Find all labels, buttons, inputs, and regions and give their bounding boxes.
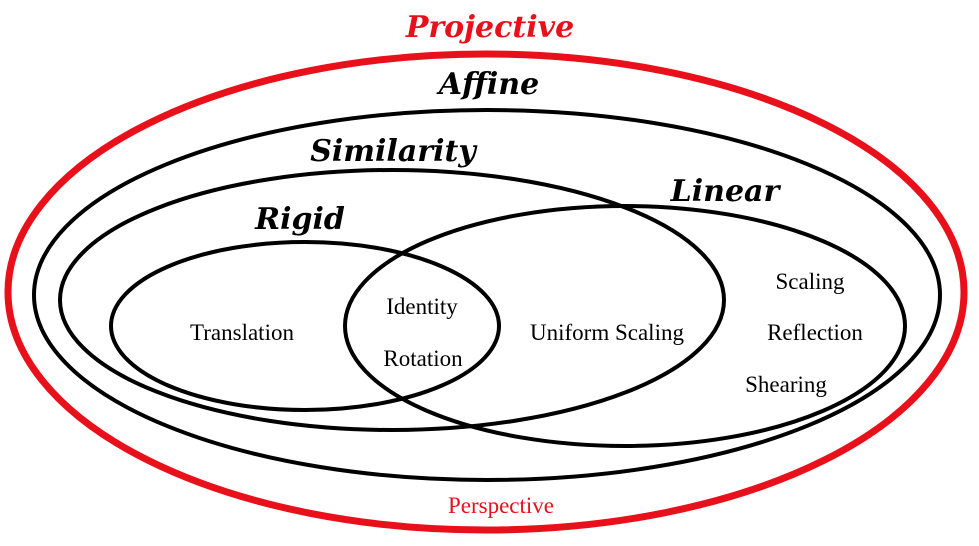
translation-label: Translation <box>190 320 294 345</box>
linear-set-ellipse <box>343 204 907 448</box>
perspective-label: Perspective <box>448 493 554 518</box>
similarity-label: Similarity <box>310 134 478 169</box>
projective-label: Projective <box>405 10 574 45</box>
reflection-label: Reflection <box>767 320 863 345</box>
linear-label: Linear <box>670 174 782 209</box>
similarity-set-ellipse <box>58 168 726 432</box>
affine-label: Affine <box>436 67 539 102</box>
identity-label: Identity <box>386 294 458 319</box>
scaling-label: Scaling <box>776 269 845 294</box>
uniform-scaling-label: Uniform Scaling <box>530 320 684 345</box>
projective-set-ellipse <box>4 50 968 534</box>
rigid-label: Rigid <box>254 202 345 237</box>
affine-set-ellipse <box>32 108 942 482</box>
rotation-label: Rotation <box>383 346 463 371</box>
shearing-label: Shearing <box>745 372 827 397</box>
rigid-set-ellipse <box>109 240 501 412</box>
